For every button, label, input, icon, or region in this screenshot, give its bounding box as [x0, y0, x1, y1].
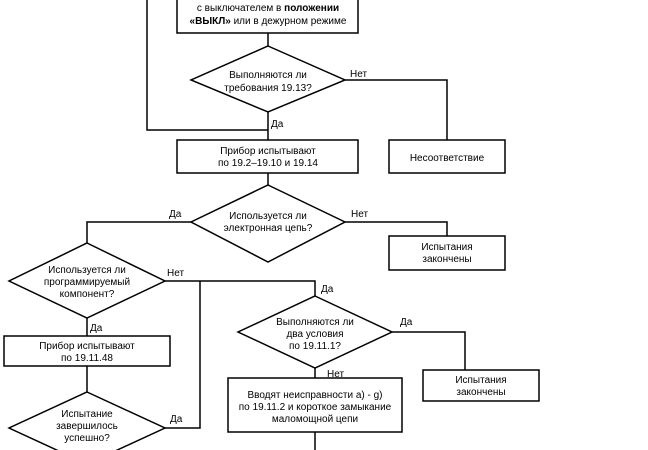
faults-line1: Вводят неисправности а) - g)	[247, 390, 382, 401]
d-completed-line1: Испытание	[61, 409, 113, 420]
faults-line2: по 19.11.2 и короткое замыкание	[239, 402, 392, 413]
line-d-programmable-no	[165, 280, 316, 296]
label-d1913-no: Нет	[350, 69, 367, 80]
decision-electronic: Используется ли электронная цепь?	[189, 184, 347, 263]
d1913-line1: Выполняются ли	[229, 70, 307, 81]
d1913-line2: требования 19.13?	[224, 82, 312, 94]
box-test-19-11-48: Прибор испытывают по 19.11.48	[3, 335, 171, 367]
decision-conditions: Выполняются ли два условия по 19.11.1?	[236, 295, 394, 369]
label-d1913-yes: Да	[271, 119, 284, 130]
line-d-electronic-no	[345, 221, 448, 236]
loop-line	[146, 0, 268, 131]
label-d-electronic-no: Нет	[351, 209, 368, 220]
d-programmable-line3: компонент?	[60, 289, 115, 300]
connectors	[86, 0, 466, 450]
node-top-box: с выключателем в положении «ВЫКЛ» или в …	[176, 0, 359, 34]
d-completed-line2: завершилось	[56, 421, 118, 432]
end1-line1: Испытания	[421, 242, 472, 253]
noncompliance-text: Несоответствие	[410, 153, 485, 164]
top-box-line1: с выключателем в положении	[197, 3, 339, 14]
d-programmable-line1: Используется ли	[48, 265, 126, 276]
test1911-line1: Прибор испытывают	[39, 340, 135, 352]
test1911-line2: по 19.11.48	[61, 353, 113, 364]
end1-line2: закончены	[422, 254, 471, 265]
label-d-conditions-yes: Да	[400, 317, 413, 328]
box-end-1: Испытания закончены	[388, 235, 506, 271]
end2-line1: Испытания	[455, 375, 506, 386]
box-test-19-2: Прибор испытывают по 19.2–19.10 и 19.14	[176, 139, 359, 174]
test192-line1: Прибор испытывают	[220, 145, 316, 157]
box-faults: Вводят неисправности а) - g) по 19.11.2 …	[227, 377, 403, 433]
decision-19-13: Выполняются ли требования 19.13?	[189, 45, 347, 113]
d-conditions-line3: по 19.11.1?	[289, 341, 341, 352]
line-d-electronic-yes	[86, 221, 191, 243]
d-electronic-line2: электронная цепь?	[224, 223, 313, 234]
faults-line3: маломощной цепи	[272, 414, 358, 425]
label-d-conditions-no: Нет	[327, 369, 344, 380]
d-conditions-line2: два условия	[286, 329, 343, 340]
d-conditions-line1: Выполняются ли	[276, 317, 354, 328]
d-electronic-line1: Используется ли	[229, 211, 307, 222]
box-noncompliance: Несоответствие	[388, 139, 506, 174]
label-d-completed-yes: Да	[170, 414, 183, 425]
line-d-conditions-yes	[392, 331, 466, 370]
label-d-electronic-yes: Да	[169, 209, 182, 220]
label-d-programmable-yes: Да	[90, 323, 103, 334]
d-programmable-line2: программируемый	[44, 277, 130, 288]
line-d-completed-yes	[165, 281, 201, 429]
decision-completed: Испытание завершилось успешно?	[7, 391, 167, 450]
label-branch-yes: Да	[321, 284, 334, 295]
test192-line2: по 19.2–19.10 и 19.14	[218, 158, 318, 169]
box-end-2: Испытания закончены	[422, 369, 540, 402]
line-d1913-no	[345, 79, 448, 140]
label-d-programmable-no: Нет	[167, 268, 184, 279]
d-completed-line3: успешно?	[64, 433, 110, 444]
end2-line2: закончены	[456, 387, 505, 398]
decision-programmable: Используется ли программируемый компонен…	[7, 242, 167, 319]
top-box-line2: «ВЫКЛ» или в дежурном режиме	[190, 16, 347, 27]
